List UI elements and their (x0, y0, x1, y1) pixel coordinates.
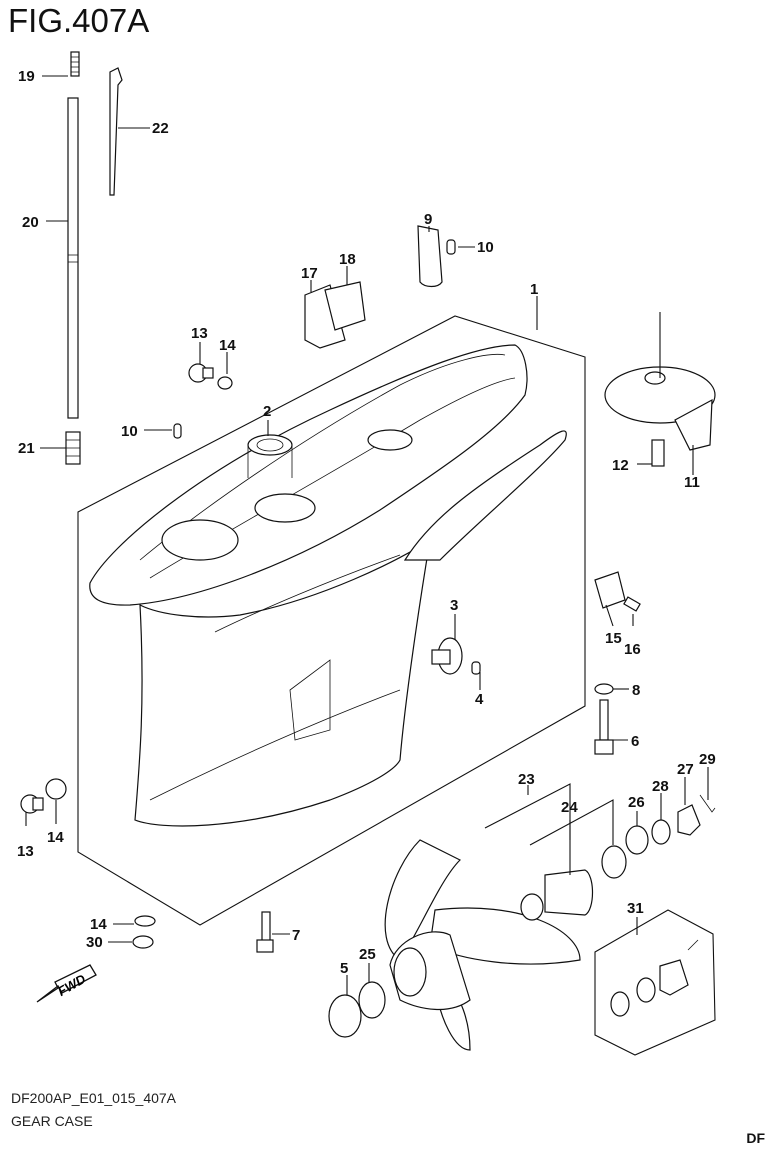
bracket-17 (304, 284, 346, 349)
callout-8: 8 (632, 682, 640, 699)
callout-30: 30 (86, 934, 103, 951)
callout-13-bottom: 13 (17, 843, 34, 860)
leader-lines (25, 75, 709, 995)
bearing-assembly (431, 637, 481, 675)
bracket-18 (324, 281, 366, 331)
callout-7: 7 (292, 927, 300, 944)
callout-12: 12 (612, 457, 629, 474)
nut-27 (677, 804, 701, 836)
callout-10-left: 10 (121, 423, 138, 440)
callout-29: 29 (699, 751, 716, 768)
callout-18: 18 (339, 251, 356, 268)
callout-31: 31 (627, 900, 644, 917)
plug-13-stem (202, 367, 214, 379)
callout-27: 27 (677, 761, 694, 778)
fwd-arrow: FWD (36, 964, 97, 1003)
trim-tab-anode (604, 312, 716, 467)
bushing-24 (544, 869, 594, 916)
drive-shaft-group (65, 51, 123, 465)
cotter-pin-29 (699, 794, 716, 813)
figure-title: FIG.407A (8, 2, 150, 39)
callout-21: 21 (18, 440, 35, 457)
figure-code: DF200AP_E01_015_407A (11, 1090, 177, 1106)
callout-20: 20 (22, 214, 39, 231)
callout-9: 9 (424, 211, 432, 228)
callout-2: 2 (263, 403, 271, 420)
callout-11: 11 (684, 474, 700, 491)
callout-3: 3 (450, 597, 458, 614)
tie-strap (109, 67, 123, 196)
gasket-14-top (217, 376, 233, 390)
callout-14-lower: 14 (90, 916, 107, 933)
lower-drain-plugs (20, 778, 274, 953)
thrust-washer-5 (328, 994, 362, 1038)
callout-6: 6 (631, 733, 639, 750)
figure-name: GEAR CASE (11, 1113, 93, 1129)
callout-19: 19 (18, 68, 35, 85)
callout-16: 16 (624, 641, 641, 658)
washer-8 (594, 683, 614, 695)
shaft-top-coupler (70, 51, 80, 77)
callout-10-top: 10 (477, 239, 494, 256)
washer-28 (651, 819, 671, 845)
dowel-pin-left (173, 423, 182, 439)
callout-labels: 19 22 20 21 9 10 17 18 1 13 14 2 10 12 1… (17, 68, 716, 977)
callout-13-top: 13 (191, 325, 208, 342)
spacer-15 (594, 571, 626, 609)
callout-23: 23 (518, 771, 535, 788)
callout-14-bottom: 14 (47, 829, 64, 846)
cover-and-plugs (173, 225, 456, 439)
callout-26: 26 (628, 794, 645, 811)
water-tube (67, 97, 79, 419)
bolt-16 (623, 596, 641, 612)
callout-14-top: 14 (219, 337, 236, 354)
callout-25: 25 (359, 946, 376, 963)
bolt-6-head (594, 739, 614, 755)
callout-5: 5 (340, 960, 348, 977)
bolt-12 (651, 439, 665, 467)
bolt-7-shank (261, 911, 271, 943)
dowel-pin-top (446, 239, 456, 255)
spacer-26 (601, 845, 627, 879)
right-side-fasteners (594, 571, 641, 755)
propeller-assembly (328, 783, 716, 1056)
corner-mark: DF (746, 1130, 765, 1146)
callout-1: 1 (530, 281, 538, 298)
bolt-7-head (256, 939, 274, 953)
cover-part-9 (417, 225, 443, 288)
callout-28: 28 (652, 778, 669, 795)
gear-case-housing (77, 315, 586, 926)
callout-17: 17 (301, 265, 318, 282)
callout-24: 24 (561, 799, 578, 816)
callout-15: 15 (605, 630, 622, 647)
bolt-6-shank (599, 699, 609, 741)
callout-22: 22 (152, 120, 169, 137)
spacer-25 (358, 981, 386, 1019)
callout-4: 4 (475, 691, 484, 708)
